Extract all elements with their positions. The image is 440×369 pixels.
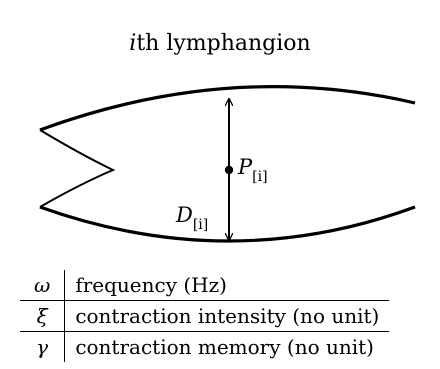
vessel-upper-wall — [39, 85, 416, 132]
title-index: i — [129, 31, 137, 56]
legend-symbol: ξ — [20, 300, 66, 332]
legend-row: ω frequency (Hz) — [20, 270, 389, 301]
title-text: th lymphangion — [136, 31, 311, 56]
vessel-lower-wall — [39, 205, 416, 243]
legend-row: ξ contraction intensity (no unit) — [20, 300, 390, 332]
diagram-title: ith lymphangion — [0, 30, 440, 58]
diameter-symbol: D — [175, 203, 193, 227]
diameter-label: D[i] — [175, 203, 208, 233]
lymphangion-diagram: P[i] D[i] — [39, 85, 416, 243]
pressure-point — [224, 165, 234, 175]
diameter-subscript: [i] — [193, 217, 208, 233]
legend-description: contraction memory (no unit) — [64, 331, 390, 362]
legend-symbol: γ — [20, 331, 66, 362]
legend-description: contraction intensity (no unit) — [64, 300, 390, 332]
legend-symbol: ω — [20, 270, 66, 301]
legend-description: frequency (Hz) — [75, 273, 227, 297]
valve-outline — [39, 129, 116, 208]
pressure-symbol: P — [237, 155, 253, 179]
legend-row: γ contraction memory (no unit) — [20, 331, 390, 362]
parameter-legend: ω frequency (Hz) ξ contraction intensity… — [20, 270, 390, 362]
pressure-label: P[i] — [237, 155, 268, 185]
pressure-subscript: [i] — [252, 169, 267, 185]
